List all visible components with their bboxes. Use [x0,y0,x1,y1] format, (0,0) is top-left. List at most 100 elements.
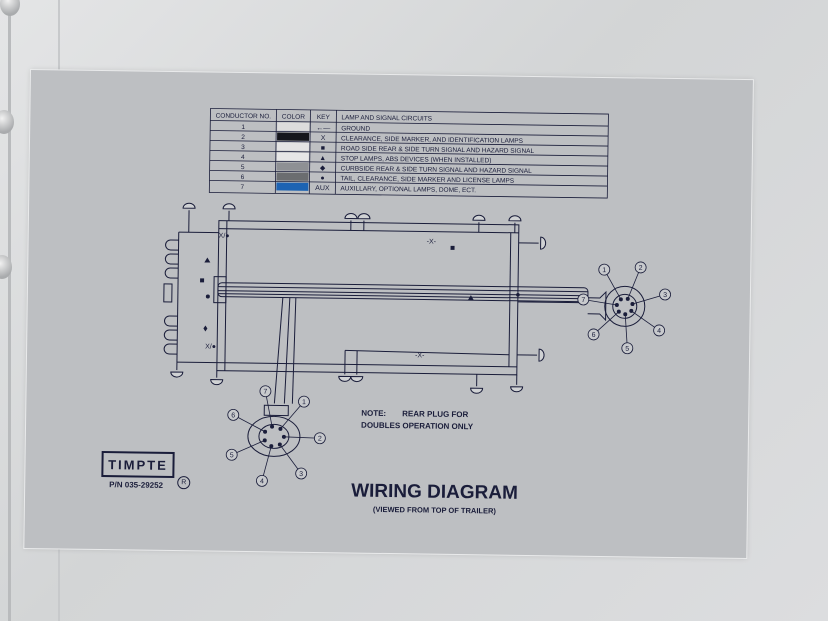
table-header: COLOR [282,114,306,121]
note-line-2: DOUBLES OPERATION ONLY [361,420,474,432]
color-swatch [276,162,309,171]
key-symbol: ◆ [320,165,326,172]
mark-x-dot: X/● [219,233,230,240]
pin-number-circle [313,432,326,445]
rivet [0,110,14,134]
color-swatch [276,172,309,181]
pin-number: 1 [302,399,306,406]
table-header: KEY [317,114,331,121]
pin-number: 2 [639,265,643,272]
pin-number: 6 [592,332,596,339]
rivet [0,0,20,16]
wiring-placard: CONDUCTOR NO. COLOR KEY LAMP AND SIGNAL CIR… [24,70,753,559]
table-row: 3 ■ ROAD SIDE REAR & SIDE TURN SIGNAL AND … [241,142,535,155]
pin-dot [630,302,635,307]
pin-dot [629,308,634,313]
pin-number: 5 [230,452,234,459]
pin-dot [625,296,630,301]
pin-number: 7 [263,389,267,396]
pin-number: 5 [625,346,629,353]
pin-leader [233,414,266,433]
color-swatch [277,132,310,141]
pin-dot [281,434,286,439]
pin-number: 6 [231,412,235,419]
table-row: 1 ←— GROUND [241,122,370,133]
pin-leader [265,391,273,427]
pin-number: 4 [657,328,661,335]
wiring-diagram: CONDUCTOR NO. COLOR KEY LAMP AND SIGNAL CIR… [163,108,671,487]
key-symbol: ■ [321,145,325,152]
registered-mark: R [177,476,191,490]
color-swatch [276,182,309,191]
key-symbol: ←— [316,125,330,132]
diagram-subtitle: (VIEWED FROM TOP OF TRAILER) [372,504,497,516]
pin-number-circle [634,261,647,274]
pin-number: 1 [602,267,606,274]
svg-text:-X-: -X- [415,352,425,359]
pin-number-circle [598,263,611,276]
key-symbol: ● [320,175,324,182]
pin-number-circle [259,385,272,398]
table-row: 6 ● TAIL, CLEARANCE, SIDE MARKER AND LICEN… [241,172,515,185]
pin-number-circle [621,342,634,355]
doubles-note: NOTE: REAR PLUG FOR DOUBLES OPERATION ONL… [361,408,473,434]
pin-dot [618,297,623,302]
pin-number-circle [587,328,600,341]
note-line-1: REAR PLUG FOR [402,409,469,420]
pin-number: 7 [581,297,585,304]
table-row: 4▲STOP LAMPS, ABS DEVICES (WHEN INSTALLE… [241,152,492,164]
pin-number-circle [653,324,666,337]
lamp-symbols [170,202,547,394]
pin-leader [283,436,320,439]
circuit-label: CLEARANCE, SIDE MARKER, AND IDENTIFICATI… [341,135,524,145]
wiring-frame [163,210,589,404]
pin-leader [231,440,265,456]
pin-number-circle [225,448,238,461]
circuit-label: ROAD SIDE REAR & SIDE TURN SIGNAL AND HA… [341,145,535,155]
pin-dot [270,424,275,429]
pin-dot [616,309,621,314]
pin-leader [261,445,272,481]
table-header: LAMP AND SIGNAL CIRCUITS [341,114,432,122]
conductor-no: 3 [241,144,245,151]
conductor-no: 1 [241,124,245,131]
pin-number-circle [227,408,240,421]
color-swatch [277,122,310,131]
conductor-no: 6 [241,174,245,181]
wire-key-marks: X/● X/● -X- -X- [200,233,520,360]
pin-leader [279,444,302,474]
pin-dot [614,303,619,308]
note-label: NOTE: [361,408,387,418]
front-plug [587,285,646,327]
conductor-no: 2 [241,134,245,141]
brand-logo: TIMPTE [101,451,175,479]
pin-number-circle [659,288,671,301]
pin-dot [263,429,268,434]
circuit-label: TAIL, CLEARANCE, SIDE MARKER AND LICENSE… [340,175,514,184]
pin-number-circle [298,395,310,408]
rivet [0,255,12,279]
panel-seam [8,0,11,621]
conductor-no: 7 [241,184,245,191]
table-header: CONDUCTOR NO. [216,113,272,121]
pin-number: 4 [260,478,264,485]
circuit-label: GROUND [341,125,370,132]
pin-number: 3 [663,292,667,299]
circuit-label: STOP LAMPS, ABS DEVICES (WHEN INSTALLED) [341,155,492,164]
part-number: P/N 035-29252 [109,480,164,490]
key-symbol: AUX [315,185,330,192]
color-swatch [276,152,309,161]
table-row: 7 AUX AUXILLARY, OPTIONAL LAMPS, DOME, ECT… [241,182,476,194]
pin-leader [280,401,305,430]
circuit-label: AUXILLARY, OPTIONAL LAMPS, DOME, ECT. [340,185,476,194]
pin-dot [262,438,267,443]
svg-text:-X-: -X- [427,239,437,246]
pin-dot [623,312,628,317]
pin-number: 2 [318,436,322,443]
conductor-table [208,108,609,199]
key-symbol: ▲ [319,155,326,162]
mark-x-dot: X/● [205,343,216,350]
pin-number: 3 [299,471,303,478]
pin-number-circle [295,467,308,480]
